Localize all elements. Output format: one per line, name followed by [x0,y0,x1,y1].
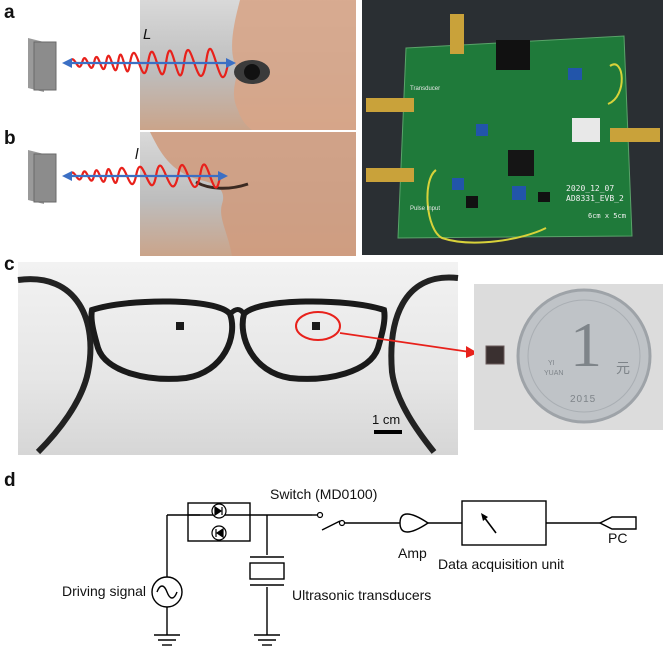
pcb-illustration [362,0,663,255]
coin-illustration [485,288,652,424]
transducer-symbol [249,556,285,586]
transducer-array-a [28,38,57,92]
panel-a-letter: a [4,2,15,23]
panel-b-diagram [28,132,356,256]
scale-bar-label: 1 cm [372,412,401,427]
panel-b-letter: b [4,128,16,149]
pc-connector [598,516,637,530]
coin-year: 2015 [570,394,597,405]
pcb-silkscreen-size: 6cm x 5cm [588,212,626,220]
transducer-array-b [28,150,57,204]
diode-reverse [211,525,227,541]
panel-a-diagram [28,0,356,130]
coin-pinyin-yuan: YUAN [544,370,564,377]
sensor-highlight-circle [295,311,341,341]
amplifier-symbol [399,513,430,533]
ultrasonic-transducers-label: Ultrasonic transducers [292,587,432,603]
wave-a [68,47,230,79]
pc-label: PC [608,530,628,546]
ac-source [151,576,183,608]
daq-label: Data acquisition unit [438,556,565,572]
distance-label-L: L [143,26,152,43]
distance-label-l: l [135,146,139,163]
amp-label: Amp [398,545,427,561]
coin-unit: 元 [616,361,630,377]
driving-signal-label: Driving signal [62,583,147,599]
pcb-silkscreen-date: 2020_12_07 [566,184,615,193]
circuit-diagram [151,500,637,646]
coin-value: 1 [570,309,602,380]
diode-forward [211,503,227,519]
switch-label: Switch (MD0100) [270,486,378,502]
coin-pinyin-yi: YI [548,360,555,367]
panel-d-letter: d [4,470,16,491]
pcb-silkscreen-board: AD8331_EVB_2 [566,194,624,203]
panel-c-letter: c [4,254,15,275]
pcb-transducer-label: Transducer [410,86,441,92]
pcb-pulse-label: Pulse Input [410,206,441,212]
